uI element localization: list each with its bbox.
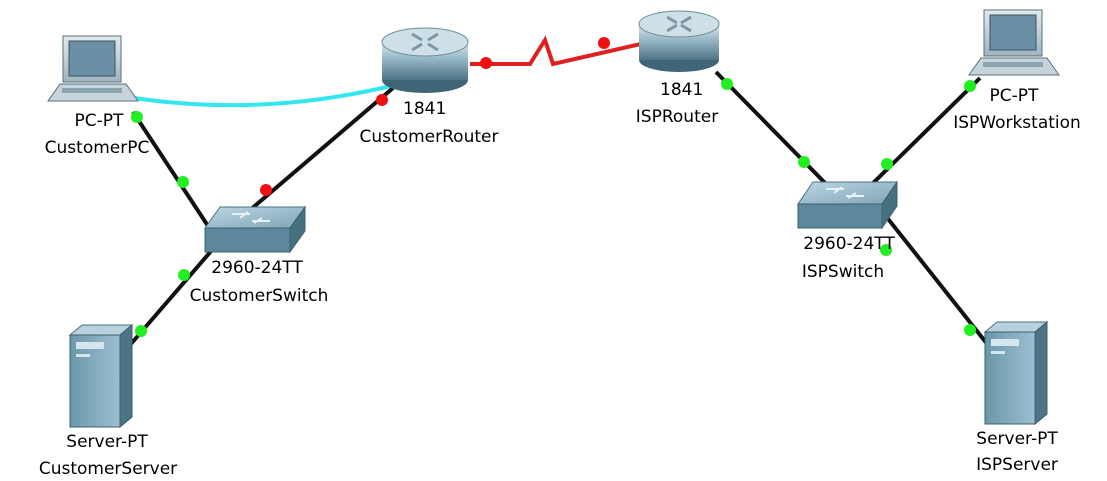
link-isprouter-ispswitch [714,70,832,190]
isp-switch-model-label: 2960-24TT [803,234,895,254]
link-light-green [881,158,893,170]
link-light-red [376,94,388,106]
link-customerpc-switch [131,110,214,234]
isp-router-icon[interactable] [638,10,720,72]
isp-server-model-label: Server-PT [976,429,1058,449]
isp-workstation-icon[interactable] [968,9,1060,76]
link-light-green [721,78,733,90]
customer-router-name-label: CustomerRouter [359,127,499,147]
link-light-green [964,80,976,92]
isp-workstation-name-label: ISPWorkstation [953,113,1081,133]
link-light-green [135,325,147,337]
isp-router-model-label: 1841 [660,80,704,100]
customer-switch-name-label: CustomerSwitch [189,286,329,306]
link-light-red [260,184,272,196]
isp-router-name-label: ISPRouter [635,107,719,127]
link-light-green [131,111,143,123]
customer-switch-model-label: 2960-24TT [211,258,303,278]
console-link [127,83,396,108]
link-ispswitch-ispserver [883,213,990,347]
serial-link [470,35,646,67]
customer-router-model-label: 1841 [403,99,447,119]
customer-pc-name-label: CustomerPC [44,138,150,158]
isp-switch-icon[interactable] [797,180,898,230]
isp-workstation-model-label: PC-PT [989,86,1039,106]
customer-server-icon[interactable] [68,323,134,429]
link-light-green [880,244,892,256]
isp-switch-name-label: ISPSwitch [801,262,885,282]
link-light-red [598,37,610,49]
isp-server-icon[interactable] [983,320,1049,426]
isp-server-name-label: ISPServer [976,455,1058,475]
customer-switch-icon[interactable] [204,205,306,254]
customer-server-model-label: Server-PT [66,432,148,452]
link-light-green [964,324,976,336]
customer-router-icon[interactable] [381,27,469,93]
customer-pc-icon[interactable] [47,35,139,102]
link-light-green [178,269,190,281]
link-ispworkstation-ispswitch [866,76,982,190]
customer-server-name-label: CustomerServer [38,459,178,479]
link-status-lights [131,37,976,337]
link-customerrouter-switch [248,86,395,212]
link-light-green [177,176,189,188]
customer-pc-model-label: PC-PT [74,111,124,131]
link-light-green [798,156,810,168]
link-light-red [480,57,492,69]
